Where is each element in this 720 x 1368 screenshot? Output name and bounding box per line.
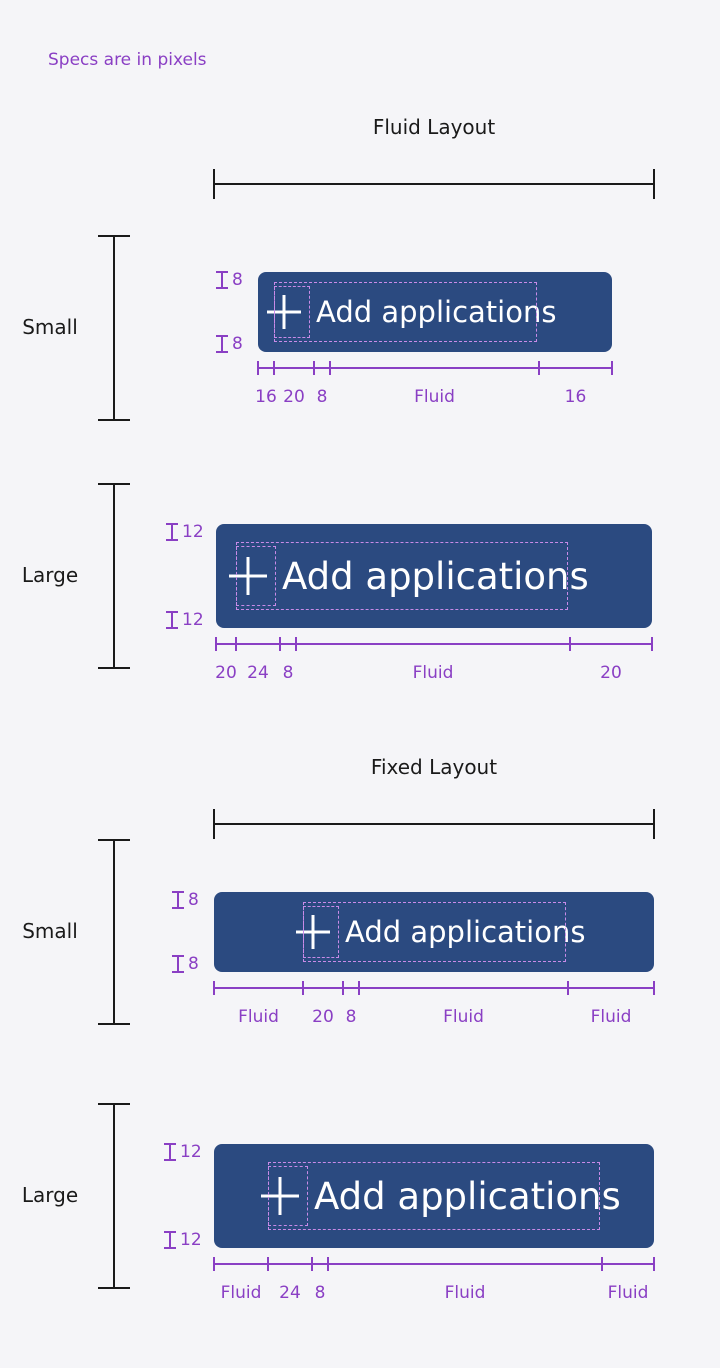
measure-value: 16: [255, 387, 277, 407]
padding-value: 12: [182, 610, 204, 630]
padding-value: 12: [182, 522, 204, 542]
button-label: Add applications: [282, 554, 589, 598]
size-label: Small: [22, 315, 78, 339]
padding-value: 8: [232, 270, 243, 290]
size-label: Large: [21, 563, 79, 587]
button-label: Add applications: [316, 295, 557, 329]
plus-icon: [296, 915, 330, 949]
add-applications-button[interactable]: Add applications: [258, 272, 612, 352]
size-label: Large: [21, 1183, 79, 1207]
measure-value: Fluid: [238, 1007, 279, 1027]
measure-value: Fluid: [590, 1007, 632, 1027]
button-content: Add applications: [236, 548, 589, 604]
measure-value: 8: [345, 1007, 357, 1027]
button-content: Add applications: [274, 288, 556, 336]
add-applications-button[interactable]: Add applications: [214, 1144, 654, 1248]
plus-icon: [261, 1177, 299, 1215]
button-content: Add applications: [303, 908, 585, 956]
measure-value: 20: [312, 1007, 334, 1027]
padding-value: 8: [188, 954, 199, 974]
measure-value: 24: [279, 1283, 301, 1303]
measure-value: Fluid: [220, 1283, 262, 1303]
measure-value: 20: [283, 387, 305, 407]
measure-value: Fluid: [414, 387, 455, 407]
add-applications-button[interactable]: Add applications: [216, 524, 652, 628]
measure-value: Fluid: [412, 663, 454, 683]
section-title: Fixed Layout: [370, 755, 498, 779]
padding-value: 8: [232, 334, 243, 354]
plus-icon: [229, 557, 267, 595]
button-content: Add applications: [268, 1168, 621, 1224]
section-title: Fluid Layout: [372, 115, 496, 139]
measure-value: Fluid: [443, 1007, 484, 1027]
button-label: Add applications: [345, 915, 586, 949]
measure-value: Fluid: [607, 1283, 649, 1303]
plus-icon: [267, 295, 301, 329]
size-label: Small: [22, 919, 78, 943]
padding-value: 12: [180, 1142, 202, 1162]
add-applications-button[interactable]: Add applications: [214, 892, 654, 972]
padding-value: 8: [188, 890, 199, 910]
measure-value: 24: [247, 663, 269, 683]
measure-value: Fluid: [444, 1283, 486, 1303]
padding-value: 12: [180, 1230, 202, 1250]
specs-note: Specs are in pixels: [48, 50, 207, 70]
measure-value: 8: [316, 387, 328, 407]
measure-value: 8: [314, 1283, 326, 1303]
measure-value: 8: [282, 663, 294, 683]
measure-value: 20: [215, 663, 237, 683]
measure-value: 20: [600, 663, 622, 683]
measure-value: 16: [564, 387, 587, 407]
button-label: Add applications: [314, 1174, 621, 1218]
